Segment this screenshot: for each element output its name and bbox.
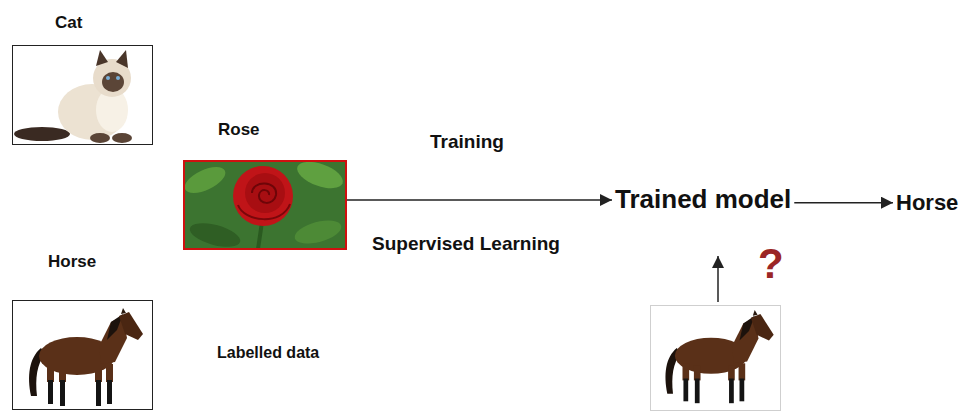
- flow-arrow: [794, 202, 893, 204]
- node-text: Cat: [55, 13, 82, 33]
- flow-arrow: [347, 199, 612, 201]
- edge-label: Training: [428, 131, 506, 153]
- image-box: Cat: [12, 45, 153, 145]
- cat-picture-part: [116, 76, 120, 80]
- question-mark: ?: [758, 240, 784, 288]
- cat-picture-part: [112, 133, 132, 143]
- cat-picture-part: [13, 46, 152, 144]
- rose-picture-part: [181, 162, 229, 199]
- node-text: Rose: [218, 120, 260, 140]
- cat-picture-part: [14, 127, 70, 141]
- rose-picture-part: [233, 166, 293, 226]
- rose-picture-part: [294, 156, 347, 193]
- rose-picture: [181, 156, 346, 251]
- cat-picture-part: [116, 50, 128, 68]
- node-text: Trained model: [615, 185, 791, 215]
- query-horse-picture: [651, 306, 781, 411]
- image-box: Horse: [12, 300, 153, 410]
- cat-picture-part: [106, 76, 110, 80]
- output-node: Horse: [893, 188, 961, 217]
- node-text: Horse: [896, 190, 958, 215]
- cat-picture-part: [96, 50, 108, 66]
- cat-picture-part: [102, 72, 124, 92]
- cat-picture: [13, 46, 152, 144]
- horse-picture: [13, 301, 151, 409]
- rose-picture-part: [292, 216, 344, 248]
- horse-picture-part: [13, 301, 151, 409]
- data-label: Labelled data: [217, 344, 319, 362]
- cat-picture-part: [90, 133, 110, 143]
- query-horse-picture-part: [651, 306, 781, 411]
- rose-picture-part: [258, 222, 262, 249]
- method-label: Supervised Learning: [372, 233, 560, 255]
- rose-picture-part: [187, 219, 242, 252]
- query-horse-picture-part: [666, 310, 774, 403]
- query-arrow: [717, 256, 719, 302]
- horse-picture-part: [29, 308, 143, 406]
- model-node: Trained model: [612, 183, 794, 217]
- rose-picture-part: [245, 173, 285, 213]
- rose-picture-part: [238, 204, 290, 219]
- rose-picture-part: [252, 183, 276, 202]
- node-text: Horse: [48, 252, 96, 272]
- image-box: Rose: [183, 160, 347, 250]
